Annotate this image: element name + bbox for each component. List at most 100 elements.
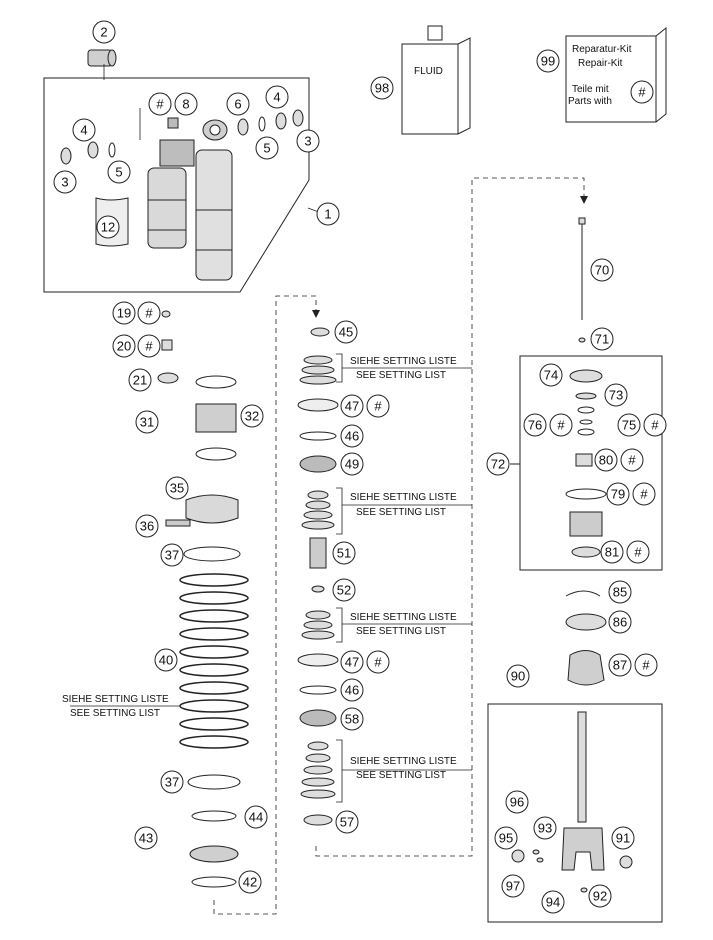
hash-marker-47-top: # — [366, 394, 390, 418]
callout-32: 32 — [240, 404, 264, 428]
svg-text:20: 20 — [117, 339, 131, 354]
hash-marker-81: # — [626, 540, 650, 564]
svg-text:5: 5 — [263, 141, 270, 156]
kit-line-2: Repair-Kit — [578, 58, 623, 69]
kit-line-3: Teile mit — [572, 84, 609, 95]
svg-text:1: 1 — [324, 207, 331, 222]
svg-text:#: # — [145, 339, 153, 354]
callout-45: 45 — [334, 320, 358, 344]
callout-81: 81 — [600, 540, 624, 564]
left-column-lower-drawings — [187, 774, 241, 888]
callout-99: 99 — [536, 49, 560, 73]
callout-3: 3 — [53, 170, 77, 194]
setting-note-3-de: SIEHE SETTING LISTE — [350, 612, 457, 623]
spring-drawing — [179, 573, 249, 749]
callout-4: 4 — [72, 118, 96, 142]
callout-6: 6 — [226, 92, 250, 116]
shock-assembly-panel — [43, 77, 310, 293]
svg-text:5: 5 — [115, 165, 122, 180]
setting-note-3-en: SEE SETTING LIST — [356, 626, 446, 637]
svg-text:6: 6 — [234, 97, 241, 112]
svg-text:95: 95 — [499, 831, 513, 846]
hash-marker-8: # — [148, 92, 172, 116]
svg-text:46: 46 — [345, 683, 359, 698]
svg-text:47: 47 — [345, 655, 359, 670]
svg-text:97: 97 — [506, 879, 520, 894]
svg-text:37: 37 — [165, 548, 179, 563]
svg-text:3: 3 — [304, 134, 311, 149]
callout-73: 73 — [604, 383, 628, 407]
callout-46: 46 — [340, 678, 364, 702]
svg-text:44: 44 — [249, 810, 263, 825]
callout-52: 52 — [332, 578, 356, 602]
svg-text:#: # — [651, 418, 659, 433]
callout-94: 94 — [541, 890, 565, 914]
svg-text:4: 4 — [80, 123, 87, 138]
hash-marker-19: # — [137, 301, 161, 325]
callout-97: 97 — [501, 874, 525, 898]
callout-2: 2 — [92, 20, 116, 44]
svg-text:45: 45 — [339, 325, 353, 340]
svg-text:4: 4 — [273, 90, 280, 105]
callout-5: 5 — [107, 160, 131, 184]
callout-44: 44 — [244, 805, 268, 829]
svg-text:32: 32 — [245, 409, 259, 424]
callout-74: 74 — [539, 363, 563, 387]
piston-rod-drawing — [511, 711, 633, 893]
svg-text:91: 91 — [616, 831, 630, 846]
svg-text:21: 21 — [133, 373, 147, 388]
svg-text:85: 85 — [613, 585, 627, 600]
svg-text:90: 90 — [511, 669, 525, 684]
svg-text:52: 52 — [337, 583, 351, 598]
kit-line-1: Reparatur-Kit — [572, 44, 632, 55]
callout-47: 47 — [340, 650, 364, 674]
right-column-drawings — [565, 217, 607, 686]
callout-72: 72 — [486, 452, 510, 476]
svg-text:99: 99 — [541, 54, 555, 69]
cartridge-kit-panel — [510, 355, 663, 571]
callout-79: 79 — [606, 482, 630, 506]
callout-58: 58 — [340, 707, 364, 731]
hash-marker-47-bottom: # — [366, 650, 390, 674]
callout-40: 40 — [154, 648, 178, 672]
callout-20: 20 — [112, 334, 136, 358]
callout-31: 31 — [135, 410, 159, 434]
callout-98: 98 — [370, 76, 394, 100]
callout-19: 19 — [112, 301, 136, 325]
callout-80: 80 — [594, 448, 618, 472]
svg-text:36: 36 — [140, 519, 154, 534]
svg-text:73: 73 — [609, 388, 623, 403]
hash-marker-76: # — [549, 413, 573, 437]
hash-marker-87: # — [634, 653, 658, 677]
shock-body-drawing — [147, 119, 233, 281]
dashed-routing — [213, 177, 585, 915]
svg-text:98: 98 — [375, 81, 389, 96]
svg-text:35: 35 — [170, 481, 184, 496]
svg-text:3: 3 — [61, 175, 68, 190]
kit-hash-circle — [630, 80, 654, 104]
hash-marker-75: # — [643, 413, 667, 437]
svg-text:40: 40 — [159, 653, 173, 668]
arrow-head — [580, 196, 588, 204]
callout-85: 85 — [608, 580, 632, 604]
callout-95: 95 — [494, 826, 518, 850]
svg-text:2: 2 — [100, 25, 107, 40]
callout-46: 46 — [340, 424, 364, 448]
svg-text:76: 76 — [528, 418, 542, 433]
svg-text:49: 49 — [345, 457, 359, 472]
callout-3: 3 — [296, 129, 320, 153]
setting-note-5-en: SEE SETTING LIST — [70, 708, 160, 719]
top-box-washers — [60, 109, 304, 165]
callout-42: 42 — [238, 870, 262, 894]
svg-text:94: 94 — [546, 895, 560, 910]
svg-text:93: 93 — [538, 821, 552, 836]
callout-21: 21 — [128, 368, 152, 392]
svg-text:#: # — [374, 399, 382, 414]
svg-text:46: 46 — [345, 429, 359, 444]
callout-86: 86 — [608, 610, 632, 634]
kit-line-4: Parts with — [568, 96, 612, 107]
callout-96: 96 — [505, 790, 529, 814]
svg-text:79: 79 — [611, 487, 625, 502]
callout-57: 57 — [335, 810, 359, 834]
svg-text:43: 43 — [139, 831, 153, 846]
